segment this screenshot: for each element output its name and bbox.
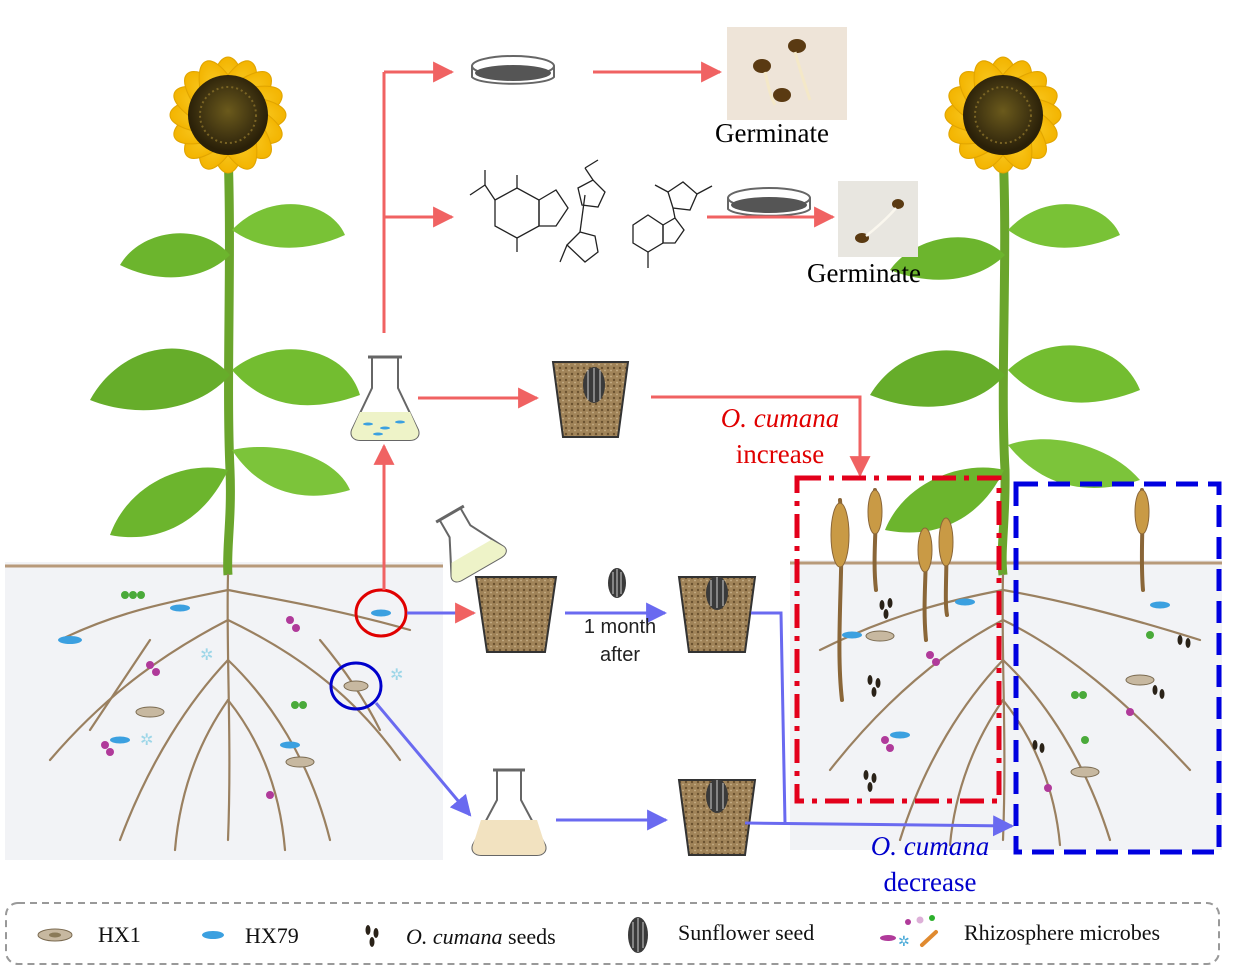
hx79-sample-circle[interactable] <box>354 588 408 638</box>
cyclodipeptide-structure <box>469 170 569 252</box>
legend-hx79-label: HX79 <box>245 923 299 948</box>
decrease-label: O. cumana decrease <box>850 828 1010 900</box>
pot-broomrape-soil <box>474 576 558 653</box>
left-rhizosphere-microbes: ✲ ✲ ✲ <box>58 591 403 799</box>
nucleoside-structure-1 <box>559 159 606 263</box>
hx1-sample-circle[interactable] <box>329 661 383 711</box>
pot-with-seed-middle <box>677 576 757 653</box>
blue-arrows <box>374 602 1015 837</box>
decrease-word-label: decrease <box>883 867 977 897</box>
legend-sunflower-seed-icon <box>628 917 648 953</box>
right-roots <box>818 573 1202 847</box>
left-leaf <box>232 349 360 406</box>
arrow-pot-to-decrease <box>744 815 1015 837</box>
left-leaf <box>110 467 228 538</box>
culture-flask-tilted <box>435 504 507 583</box>
pot-with-seed-bottom <box>677 779 757 856</box>
arrow-pot-to-increase <box>651 395 871 478</box>
svg-text:✲: ✲ <box>898 935 910 950</box>
svg-text:✲: ✲ <box>200 647 213 664</box>
petri-dish-middle <box>727 187 811 217</box>
right-leaf <box>1008 204 1120 248</box>
right-leaf <box>1008 345 1140 403</box>
increase-result-box <box>794 475 1002 804</box>
legend-box <box>5 902 1220 965</box>
legend-ocumana-seeds-label: O. cumana seeds <box>406 924 556 950</box>
culture-flask-top <box>350 355 420 441</box>
left-roots <box>48 573 412 852</box>
time-label-line1: 1 month <box>583 616 657 638</box>
right-leaf <box>885 467 1004 533</box>
legend-microbes-icon: ✲ <box>880 915 938 950</box>
hx1-cell-in-circle <box>343 680 369 692</box>
right-sunflower-plant <box>790 56 1222 850</box>
culture-flask-bottom <box>471 768 547 856</box>
right-rhizosphere-microbes <box>842 598 1170 792</box>
arrow-seed-pot-down <box>751 611 787 824</box>
left-soil-background <box>5 562 443 860</box>
right-leaf <box>890 237 1005 280</box>
right-leaf <box>870 350 1005 407</box>
increase-word-label: increase <box>735 439 825 469</box>
hx79-cell-in-circle <box>371 609 391 617</box>
left-leaf <box>232 204 345 248</box>
left-leaf <box>232 446 350 496</box>
legend-microbes-label: Rhizosphere microbes <box>964 920 1161 945</box>
arrow-hx1-to-flask <box>374 702 472 817</box>
time-label: 1 month after <box>570 613 670 669</box>
germination-photo-top <box>727 27 847 120</box>
increase-label: O. cumana increase <box>700 400 860 472</box>
legend-hx79-icon <box>202 931 224 939</box>
pot-with-seed-top <box>551 361 630 438</box>
left-leaf <box>120 233 230 278</box>
left-leaf <box>90 348 230 411</box>
germination-photo-middle <box>838 181 918 257</box>
right-stem <box>997 149 1010 576</box>
broomrape-seed-clusters <box>863 598 1191 792</box>
germinate-label-top: Germinate <box>715 118 829 148</box>
legend-hx1-icon <box>37 928 73 942</box>
decrease-species-label: O. cumana <box>870 831 990 861</box>
increase-species-label: O. cumana <box>720 403 840 433</box>
legend-ocumana-rest: seeds <box>502 924 556 949</box>
chemical-structures <box>469 159 713 268</box>
left-sunflower-head <box>169 56 287 174</box>
germinate-label-middle: Germinate <box>807 258 921 288</box>
broomrape-flower-spikes <box>830 489 1150 573</box>
legend-ocumana-italic: O. cumana <box>406 924 503 949</box>
red-arrows <box>373 61 871 590</box>
left-sunflower-plant: ✲ ✲ ✲ <box>5 56 443 860</box>
decrease-result-box <box>1013 481 1222 855</box>
right-leaf <box>1008 439 1140 488</box>
legend-ocumana-seeds-icon <box>365 925 379 947</box>
svg-text:✲: ✲ <box>140 732 153 749</box>
time-label-line2: after <box>599 644 641 666</box>
legend-hx1-label: HX1 <box>98 922 141 947</box>
sunflower-seed-icon <box>608 568 626 598</box>
petri-dish-top <box>471 55 555 85</box>
left-stem <box>223 149 235 576</box>
right-sunflower-head <box>944 56 1062 174</box>
legend-sunflower-seed-label: Sunflower seed <box>678 920 815 945</box>
svg-text:✲: ✲ <box>390 667 403 684</box>
nucleoside-structure-2 <box>632 181 713 268</box>
